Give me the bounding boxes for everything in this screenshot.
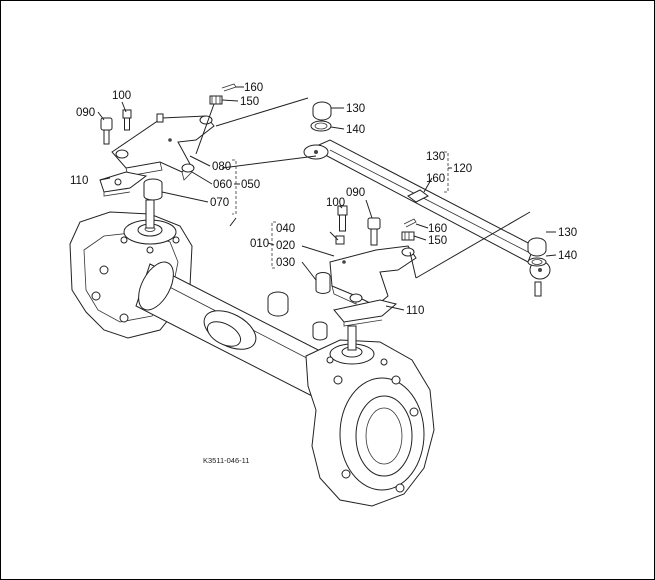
callout-120: 120: [453, 163, 472, 175]
right-bushing-030: [315, 272, 331, 294]
callout-110-left: 110: [70, 175, 88, 187]
leader-lines: [97, 86, 557, 311]
right-bolts: [335, 205, 381, 246]
callout-060: 060: [213, 179, 232, 191]
callout-160-upper-left: 160: [244, 82, 263, 94]
tie-rod-dust-cover-right: [527, 237, 547, 297]
callout-070: 070: [210, 197, 229, 209]
callout-160-right: 160: [428, 223, 447, 235]
callout-130-lower: 130: [558, 227, 577, 239]
callout-150-right: 150: [428, 235, 447, 247]
callout-040: 040: [276, 223, 295, 235]
callout-labels: 160 150 100 090 080 060 050 070 110 130 …: [70, 82, 577, 317]
callout-100-left: 100: [112, 90, 131, 102]
right-bracket-110: [333, 299, 398, 327]
diagram-reference-code: K3511-046-11: [203, 456, 249, 465]
left-bushing-070: [143, 178, 163, 201]
callout-050: 050: [241, 179, 260, 191]
callout-080: 080: [212, 161, 231, 173]
callout-140-upper: 140: [346, 124, 365, 136]
callout-090-right: 090: [346, 187, 365, 199]
callout-020: 020: [276, 240, 295, 252]
callout-010: 010: [250, 238, 269, 250]
callout-030: 030: [276, 257, 295, 269]
tie-rod-dust-cover-left: [310, 101, 332, 132]
right-nut-pin: [401, 218, 417, 241]
callout-160-middle: 160: [426, 173, 445, 185]
callout-130-middle: 130: [426, 151, 445, 163]
left-knuckle-arm: [111, 115, 215, 181]
callout-150-upper-left: 150: [240, 96, 259, 108]
left-bracket-110: [99, 171, 148, 197]
callout-100-right: 100: [326, 197, 345, 209]
callout-110-right: 110: [406, 305, 424, 317]
callout-130-upper: 130: [346, 103, 365, 115]
callout-140-lower: 140: [558, 250, 577, 262]
right-knuckle-arm: [329, 245, 417, 307]
callout-090-left: 090: [76, 107, 95, 119]
front-axle-housing: [69, 199, 435, 507]
left-bolts: [100, 109, 164, 145]
